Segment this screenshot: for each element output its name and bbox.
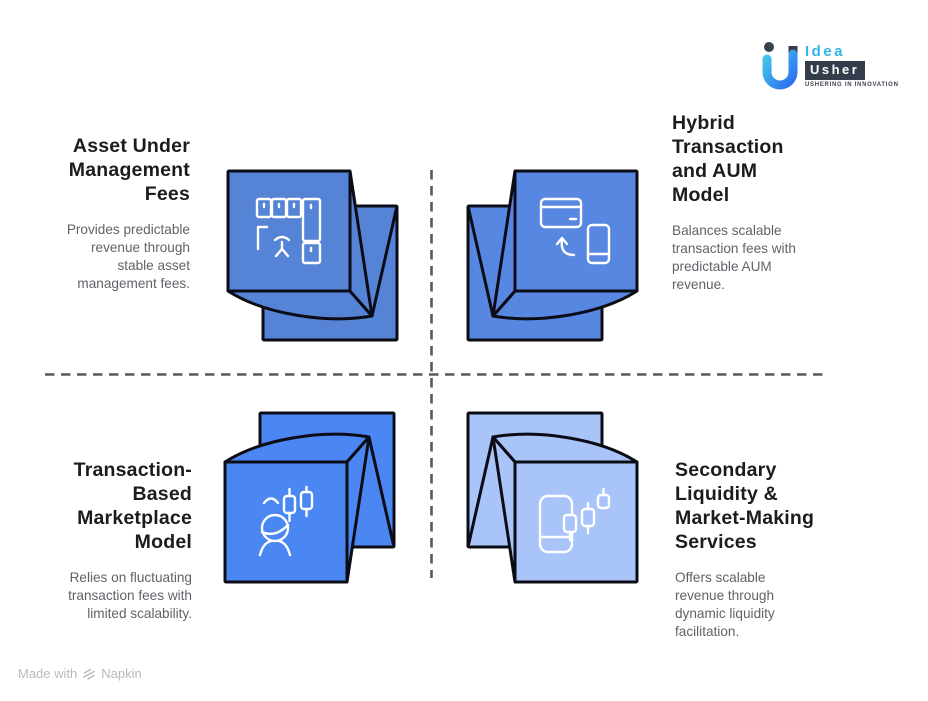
cube-hybrid-model — [466, 169, 639, 342]
made-with-label: Made with — [18, 666, 78, 681]
quadrant-heading: Asset Under Management Fees — [68, 135, 190, 205]
quadrant-body: Provides predictable revenue through sta… — [66, 222, 190, 291]
quadrant-body: Relies on fluctuating transaction fees w… — [68, 570, 192, 621]
quadrant-heading: Transaction- Based Marketplace Model — [73, 459, 192, 553]
logo-word-usher: Usher — [805, 61, 866, 80]
office-floorplan-icon — [255, 197, 322, 265]
quadrant-heading: Secondary Liquidity & Market-Making Serv… — [675, 459, 815, 553]
quadrant-asset-management-text: Asset Under Management Fees Provides pre… — [18, 134, 190, 293]
napkin-logo-icon — [83, 668, 95, 680]
cube-marketplace-model — [223, 411, 396, 584]
quadrant-hybrid-model-text: Hybrid Transaction and AUM Model Balance… — [672, 111, 850, 294]
idea-usher-logo-mark — [762, 42, 798, 90]
cube-liquidity-services — [466, 411, 639, 584]
quadrant-heading: Hybrid Transaction and AUM Model — [672, 112, 784, 206]
quadrant-marketplace-model-text: Transaction- Based Marketplace Model Rel… — [16, 458, 192, 623]
phone-candlestick-icon — [538, 487, 611, 554]
logo-tagline: USHERING IN INNOVATION — [805, 82, 899, 88]
napkin-brand-label: Napkin — [101, 666, 142, 681]
card-phone-transfer-icon — [539, 197, 611, 265]
idea-usher-logo: Idea Usher USHERING IN INNOVATION — [760, 40, 899, 96]
quadrant-liquidity-services-text: Secondary Liquidity & Market-Making Serv… — [675, 458, 855, 641]
quadrant-body: Balances scalable transaction fees with … — [672, 223, 796, 292]
logo-word-idea: Idea — [805, 43, 846, 60]
quadrant-body: Offers scalable revenue through dynamic … — [675, 570, 775, 639]
trader-candlestick-icon — [258, 485, 314, 557]
napkin-credit[interactable]: Made with Napkin — [18, 666, 142, 681]
cube-asset-management — [226, 169, 399, 342]
